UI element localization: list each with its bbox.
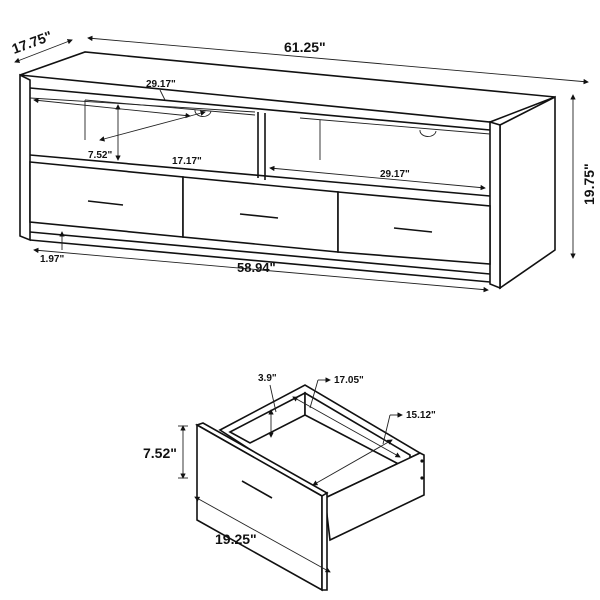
label-shelf-width-left: 29.17" (146, 79, 176, 90)
label-width: 61.25" (284, 39, 326, 55)
label-drawer-height: 7.52" (143, 445, 177, 461)
label-height: 19.75" (581, 163, 597, 205)
drawer-front-edge (321, 491, 328, 591)
label-drawer-inner-height: 3.9" (258, 373, 277, 384)
handle (393, 227, 433, 233)
label-drawer-inner-depth: 15.12" (406, 410, 436, 421)
drawer-handle (241, 480, 273, 499)
tv-dimension-lines (14, 35, 589, 293)
handle (87, 200, 124, 206)
label-depth: 17.75" (10, 28, 55, 57)
drawer-dimension-lines (178, 377, 403, 573)
label-drawer-inner-width: 17.05" (334, 375, 364, 386)
right-panel-front (489, 120, 501, 290)
label-shelf-width-right: 29.17" (380, 169, 410, 180)
label-inner-width: 58.94" (237, 260, 276, 275)
drawer-left (29, 161, 184, 238)
label-drawer-width: 19.25" (215, 531, 257, 547)
handle (239, 213, 279, 219)
drawer-right (337, 191, 491, 265)
label-shelf-height: 7.52" (88, 150, 112, 161)
label-clearance: 1.97" (40, 254, 64, 265)
label-shelf-depth: 17.17" (172, 156, 202, 167)
drawer-middle (182, 176, 339, 253)
right-side-panel (499, 95, 556, 290)
left-panel (19, 73, 31, 242)
